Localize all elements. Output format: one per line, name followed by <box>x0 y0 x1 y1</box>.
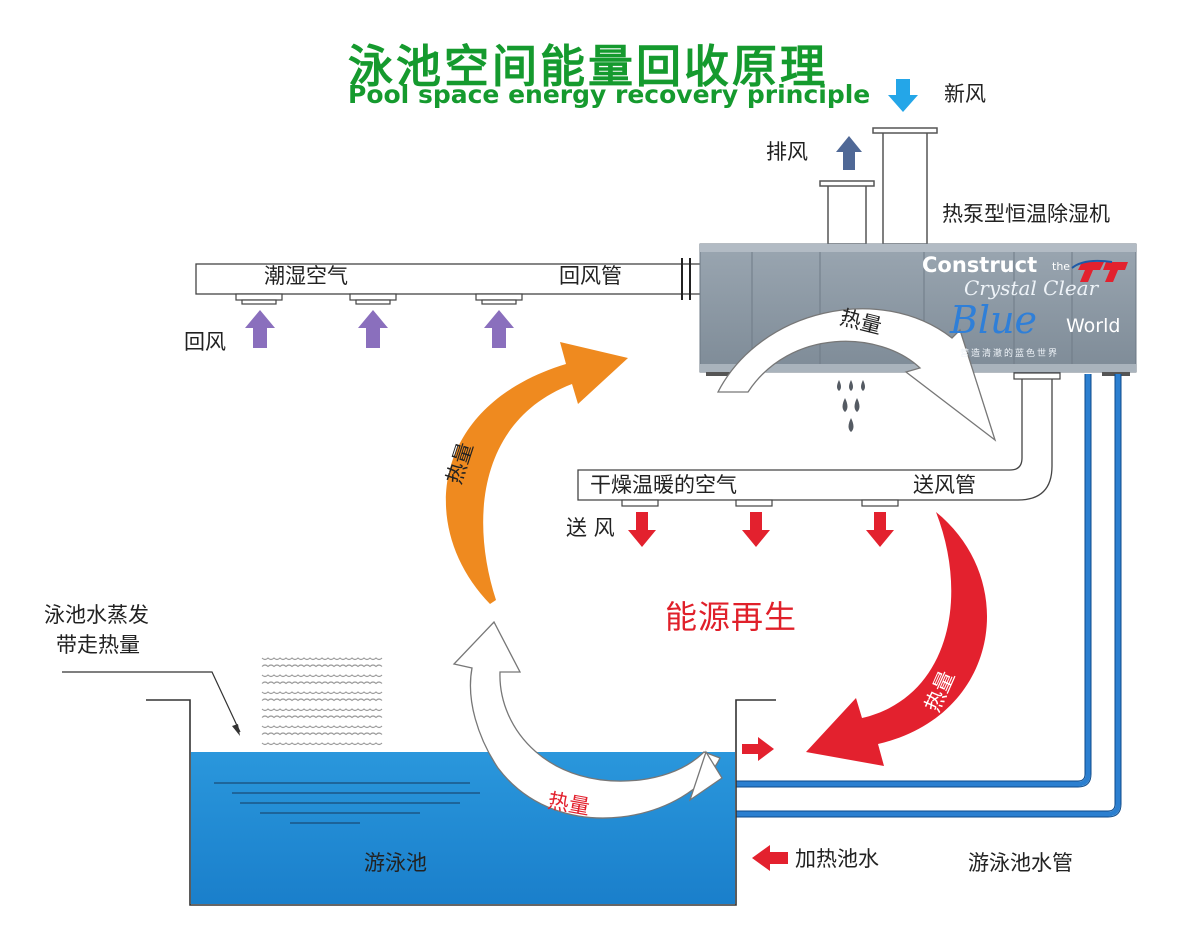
pool-water-pipe-label: 游泳池水管 <box>968 851 1073 875</box>
return-duct-label: 回风管 <box>559 264 622 288</box>
evaporation-label-line1: 泳池水蒸发 <box>44 603 149 627</box>
exhaust-stack-cap <box>819 180 875 187</box>
heated-water-label: 加热池水 <box>795 847 879 871</box>
supply-grilles <box>621 499 899 507</box>
evaporation-label-line2: 带走热量 <box>56 633 140 657</box>
exhaust-arrow-icon <box>836 136 862 170</box>
return-grilles <box>235 293 523 305</box>
fresh-air-arrow-icon <box>888 79 918 112</box>
heated-water-arrow-icon <box>752 845 788 871</box>
logo-world-text: World <box>1066 315 1121 337</box>
page-subtitle: Pool space energy recovery principle <box>348 80 871 109</box>
exhaust-stack <box>827 183 867 245</box>
fresh-air-stack-cap <box>872 127 938 134</box>
exhaust-air-label: 排风 <box>766 140 808 164</box>
fresh-air-label: 新风 <box>944 82 986 106</box>
pool-water <box>191 752 735 904</box>
evaporation-steam-icon <box>261 657 383 746</box>
orange-heat-arrow-icon <box>445 342 628 604</box>
page-title: 泳池空间能量回收原理 <box>348 40 829 93</box>
pool-water-pipes <box>736 374 1121 817</box>
supply-duct-label: 送风管 <box>913 473 976 497</box>
return-air-duct <box>195 263 705 295</box>
humid-air-label: 潮湿空气 <box>264 264 348 288</box>
energy-regeneration-label: 能源再生 <box>665 598 798 636</box>
supply-air-arrows <box>628 512 894 547</box>
condensate-drops-icon <box>837 380 865 432</box>
dry-warm-air-label: 干燥温暖的空气 <box>590 473 737 497</box>
unit-heat-arrow-icon <box>716 308 997 442</box>
logo-construct-text: Construct <box>922 253 1038 277</box>
return-air-arrows <box>245 310 514 348</box>
pool-outline <box>146 699 776 906</box>
logo-the-text: the <box>1052 260 1071 273</box>
company-logo <box>1071 259 1128 282</box>
logo-blue-text: Blue <box>950 298 1038 342</box>
pool-ripples <box>214 782 480 824</box>
inflow-arrow-icon <box>742 737 774 761</box>
fresh-air-stack <box>882 130 928 245</box>
pool-heat-arrow-icon <box>452 620 721 819</box>
logo-crystal-text: Crystal Clear <box>964 276 1099 300</box>
logo-cn-text: 营造清澈的蓝色世界 <box>960 349 1060 359</box>
unit-name-label: 热泵型恒温除湿机 <box>942 202 1110 226</box>
evaporation-pointer <box>62 671 241 733</box>
return-air-label: 回风 <box>184 330 226 354</box>
red-heat-arrow-icon <box>806 512 988 766</box>
pool-label: 游泳池 <box>364 851 427 875</box>
supply-air-label: 送 风 <box>566 516 615 540</box>
